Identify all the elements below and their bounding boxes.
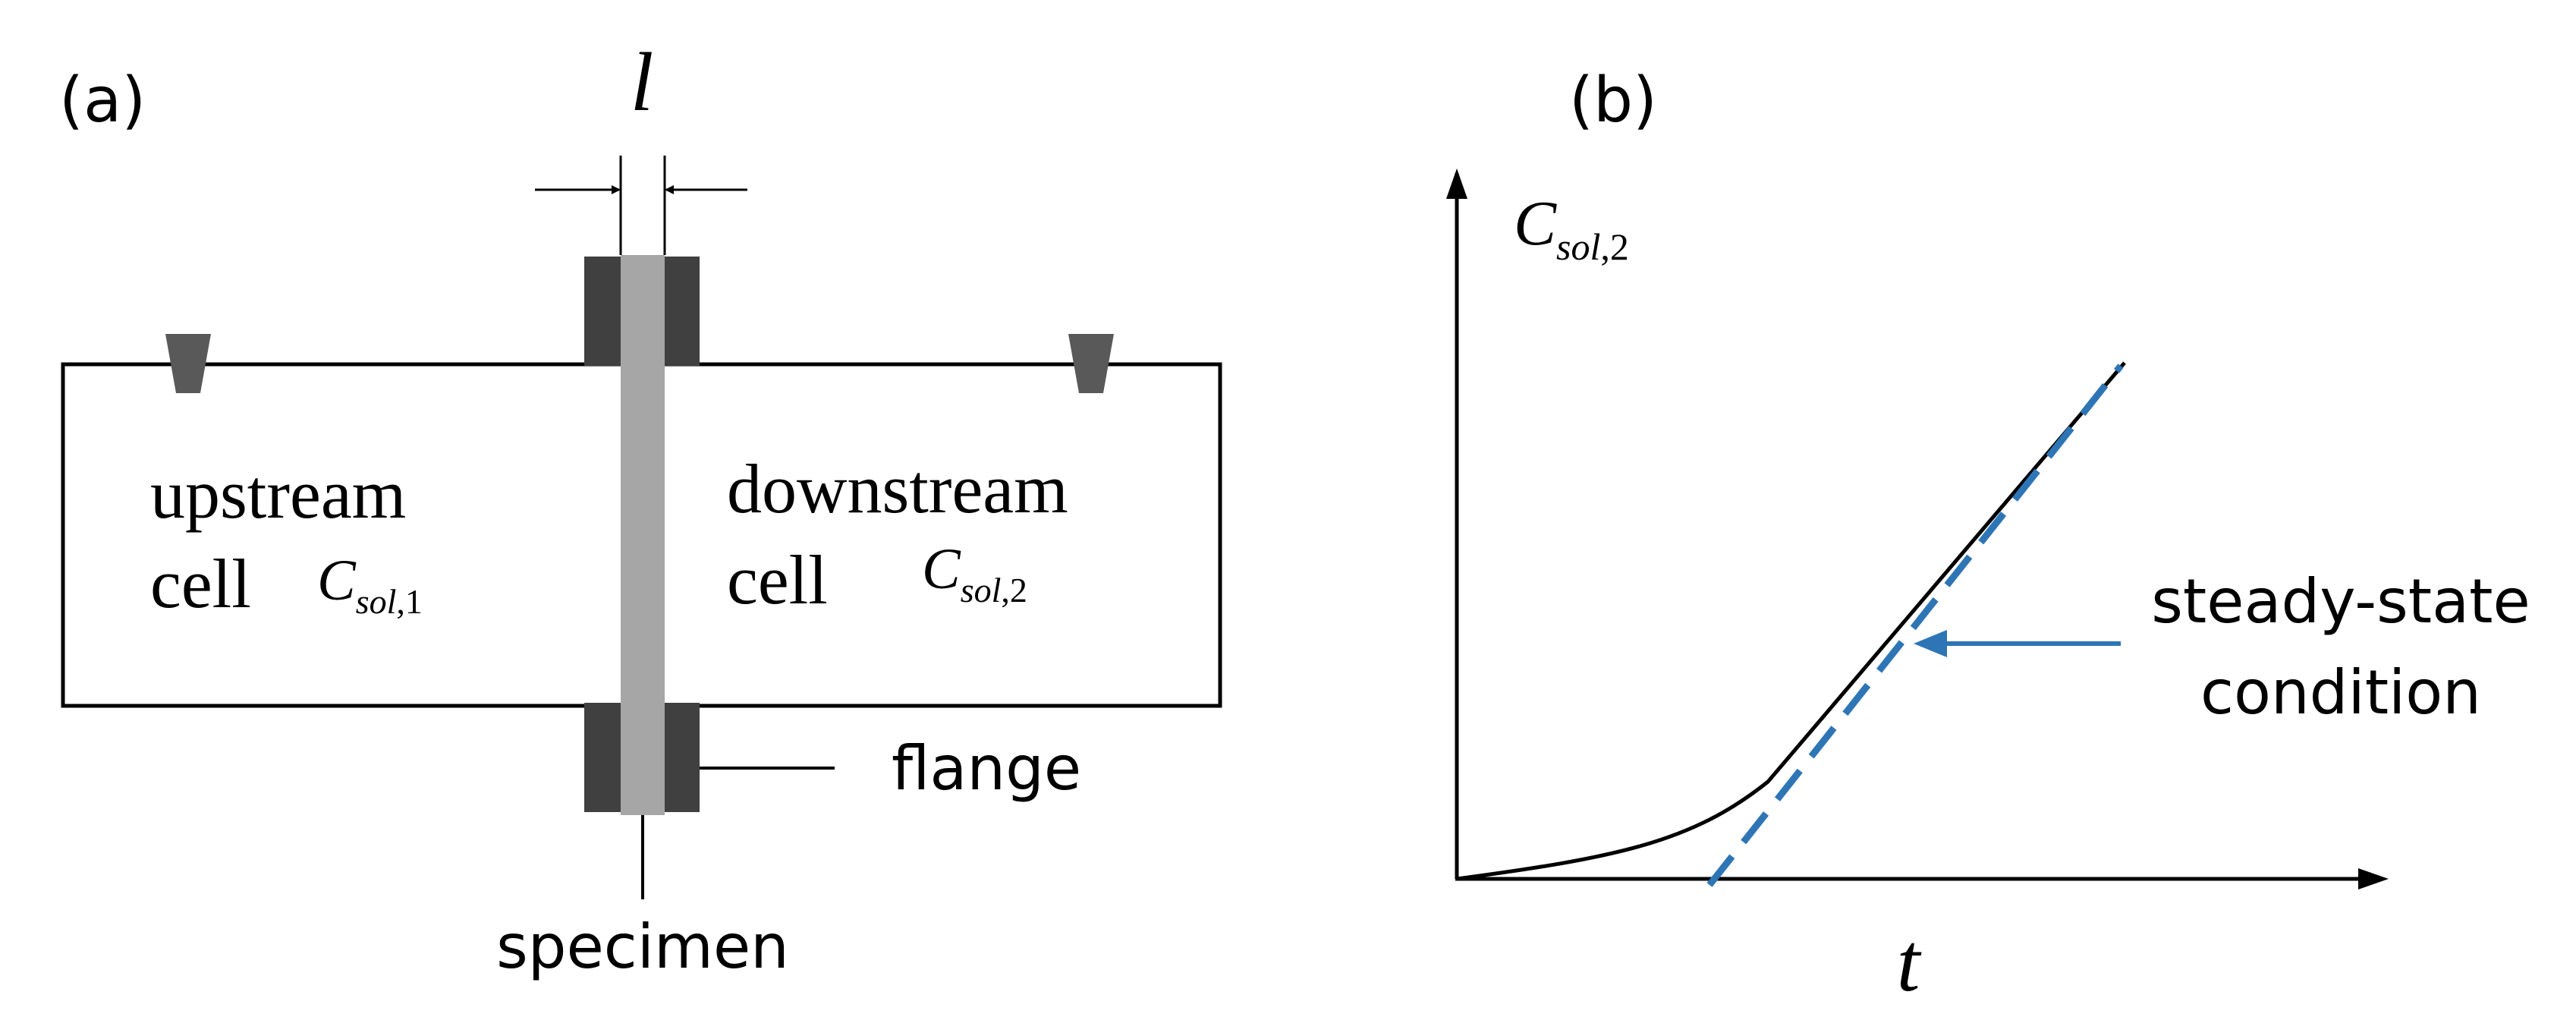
y-axis-label: Csol,2 xyxy=(1514,188,1629,268)
downstream-port-icon xyxy=(1068,334,1114,393)
flange-label: flange xyxy=(892,733,1081,804)
y-axis-arrowhead xyxy=(1446,168,1467,199)
panel-b: (b) Csol,2 t steady-state condition xyxy=(1446,65,2530,1009)
downstream-concentration: Csol,2 xyxy=(922,537,1027,609)
downstream-conc-sub: sol xyxy=(961,571,1002,609)
annotation-line-1: steady-state xyxy=(2151,566,2530,637)
thickness-dimension xyxy=(535,156,747,255)
steady-state-tangent xyxy=(1706,364,2124,887)
specimen-label: specimen xyxy=(496,912,789,982)
y-axis-label-index: ,2 xyxy=(1600,225,1629,268)
annotation-line-2: condition xyxy=(2200,657,2481,728)
panel-a: (a) l upstream cell Csol,1 downstream ce… xyxy=(59,36,1222,982)
x-axis-label: t xyxy=(1897,916,1922,1009)
downstream-conc-index: ,2 xyxy=(1001,571,1027,609)
upstream-conc-sub: sol xyxy=(356,582,397,621)
upstream-concentration: Csol,1 xyxy=(317,549,423,621)
downstream-label: downstream xyxy=(727,450,1068,527)
thickness-symbol: l xyxy=(631,36,654,128)
upstream-port-icon xyxy=(165,334,211,393)
annotation-arrowhead xyxy=(1914,630,1947,657)
upstream-label: upstream xyxy=(150,455,406,533)
y-axis-label-sub: sol xyxy=(1556,225,1600,268)
upstream-cell-label: cell xyxy=(150,545,251,622)
upstream-conc-index: ,1 xyxy=(396,582,423,621)
downstream-cell-label: cell xyxy=(727,541,828,619)
x-axis-arrowhead xyxy=(2358,868,2389,889)
panel-a-label: (a) xyxy=(59,65,146,137)
panel-b-label: (b) xyxy=(1569,65,1657,137)
downstream-conc-main: C xyxy=(922,537,961,601)
concentration-curve xyxy=(1456,361,2126,881)
upstream-conc-main: C xyxy=(317,549,357,612)
y-axis-label-main: C xyxy=(1514,188,1557,259)
specimen xyxy=(621,255,665,815)
